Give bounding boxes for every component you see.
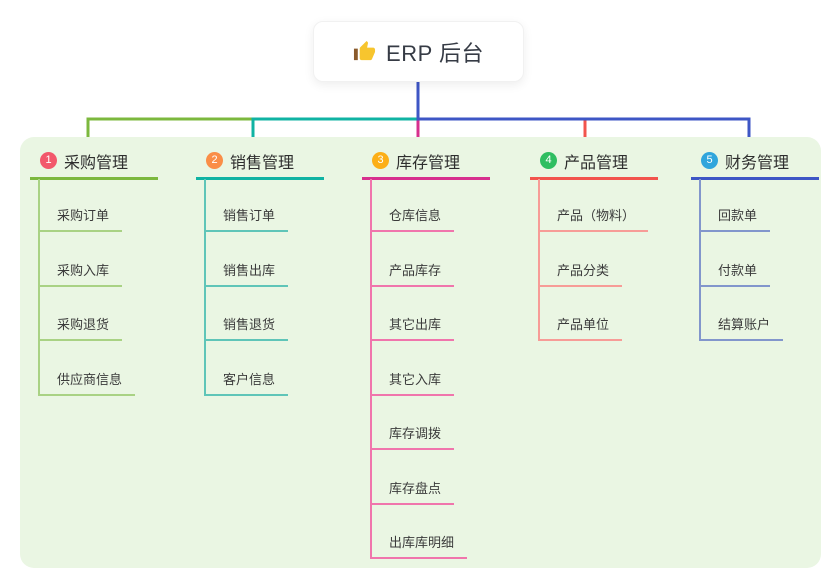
child-node[interactable]: 供应商信息: [38, 370, 136, 396]
branch-title-label: 产品管理: [564, 154, 629, 172]
branch-node-4[interactable]: 4 产品管理: [530, 150, 658, 180]
child-node[interactable]: 回款单: [699, 206, 771, 232]
branch-trunk-line: [699, 179, 701, 341]
branch-title-label: 库存管理: [396, 154, 461, 172]
child-node[interactable]: 客户信息: [204, 370, 289, 396]
child-node[interactable]: 付款单: [699, 261, 771, 287]
child-node[interactable]: 其它入库: [370, 370, 455, 396]
child-node[interactable]: 库存盘点: [370, 479, 455, 505]
child-node[interactable]: 采购入库: [38, 261, 123, 287]
branch-node-5[interactable]: 5 财务管理: [691, 150, 819, 180]
branch-title-label: 销售管理: [230, 154, 295, 172]
branch-title-label: 采购管理: [64, 154, 129, 172]
child-node[interactable]: 采购订单: [38, 206, 123, 232]
child-node[interactable]: 产品分类: [538, 261, 623, 287]
child-node[interactable]: 采购退货: [38, 315, 123, 341]
child-node[interactable]: 库存调拨: [370, 424, 455, 450]
branch-node-3[interactable]: 3 库存管理: [362, 150, 490, 180]
root-node-title: ERP 后台: [386, 40, 484, 66]
branch-node-2[interactable]: 2 销售管理: [196, 150, 324, 180]
child-node[interactable]: 产品库存: [370, 261, 455, 287]
child-node[interactable]: 销售订单: [204, 206, 289, 232]
branch-title-label: 财务管理: [725, 154, 790, 172]
branch-number-badge: 3: [372, 152, 389, 169]
child-node[interactable]: 销售退货: [204, 315, 289, 341]
branch-number-badge: 1: [40, 152, 57, 169]
branch-trunk-line: [370, 179, 372, 559]
child-node[interactable]: 仓库信息: [370, 206, 455, 232]
branches-panel: [20, 137, 821, 568]
branch-trunk-line: [38, 179, 40, 396]
branch-number-badge: 2: [206, 152, 223, 169]
branch-number-badge: 4: [540, 152, 557, 169]
child-node[interactable]: 其它出库: [370, 315, 455, 341]
branch-number-badge: 5: [701, 152, 718, 169]
child-node[interactable]: 产品单位: [538, 315, 623, 341]
child-node[interactable]: 产品（物料）: [538, 206, 649, 232]
branch-trunk-line: [204, 179, 206, 396]
branch-node-1[interactable]: 1 采购管理: [30, 150, 158, 180]
branch-trunk-line: [538, 179, 540, 341]
child-node[interactable]: 结算账户: [699, 315, 784, 341]
root-node-erp[interactable]: ERP 后台: [313, 21, 524, 82]
child-node[interactable]: 出库库明细: [370, 533, 468, 559]
child-node[interactable]: 销售出库: [204, 261, 289, 287]
thumbs-up-icon: [353, 40, 376, 61]
